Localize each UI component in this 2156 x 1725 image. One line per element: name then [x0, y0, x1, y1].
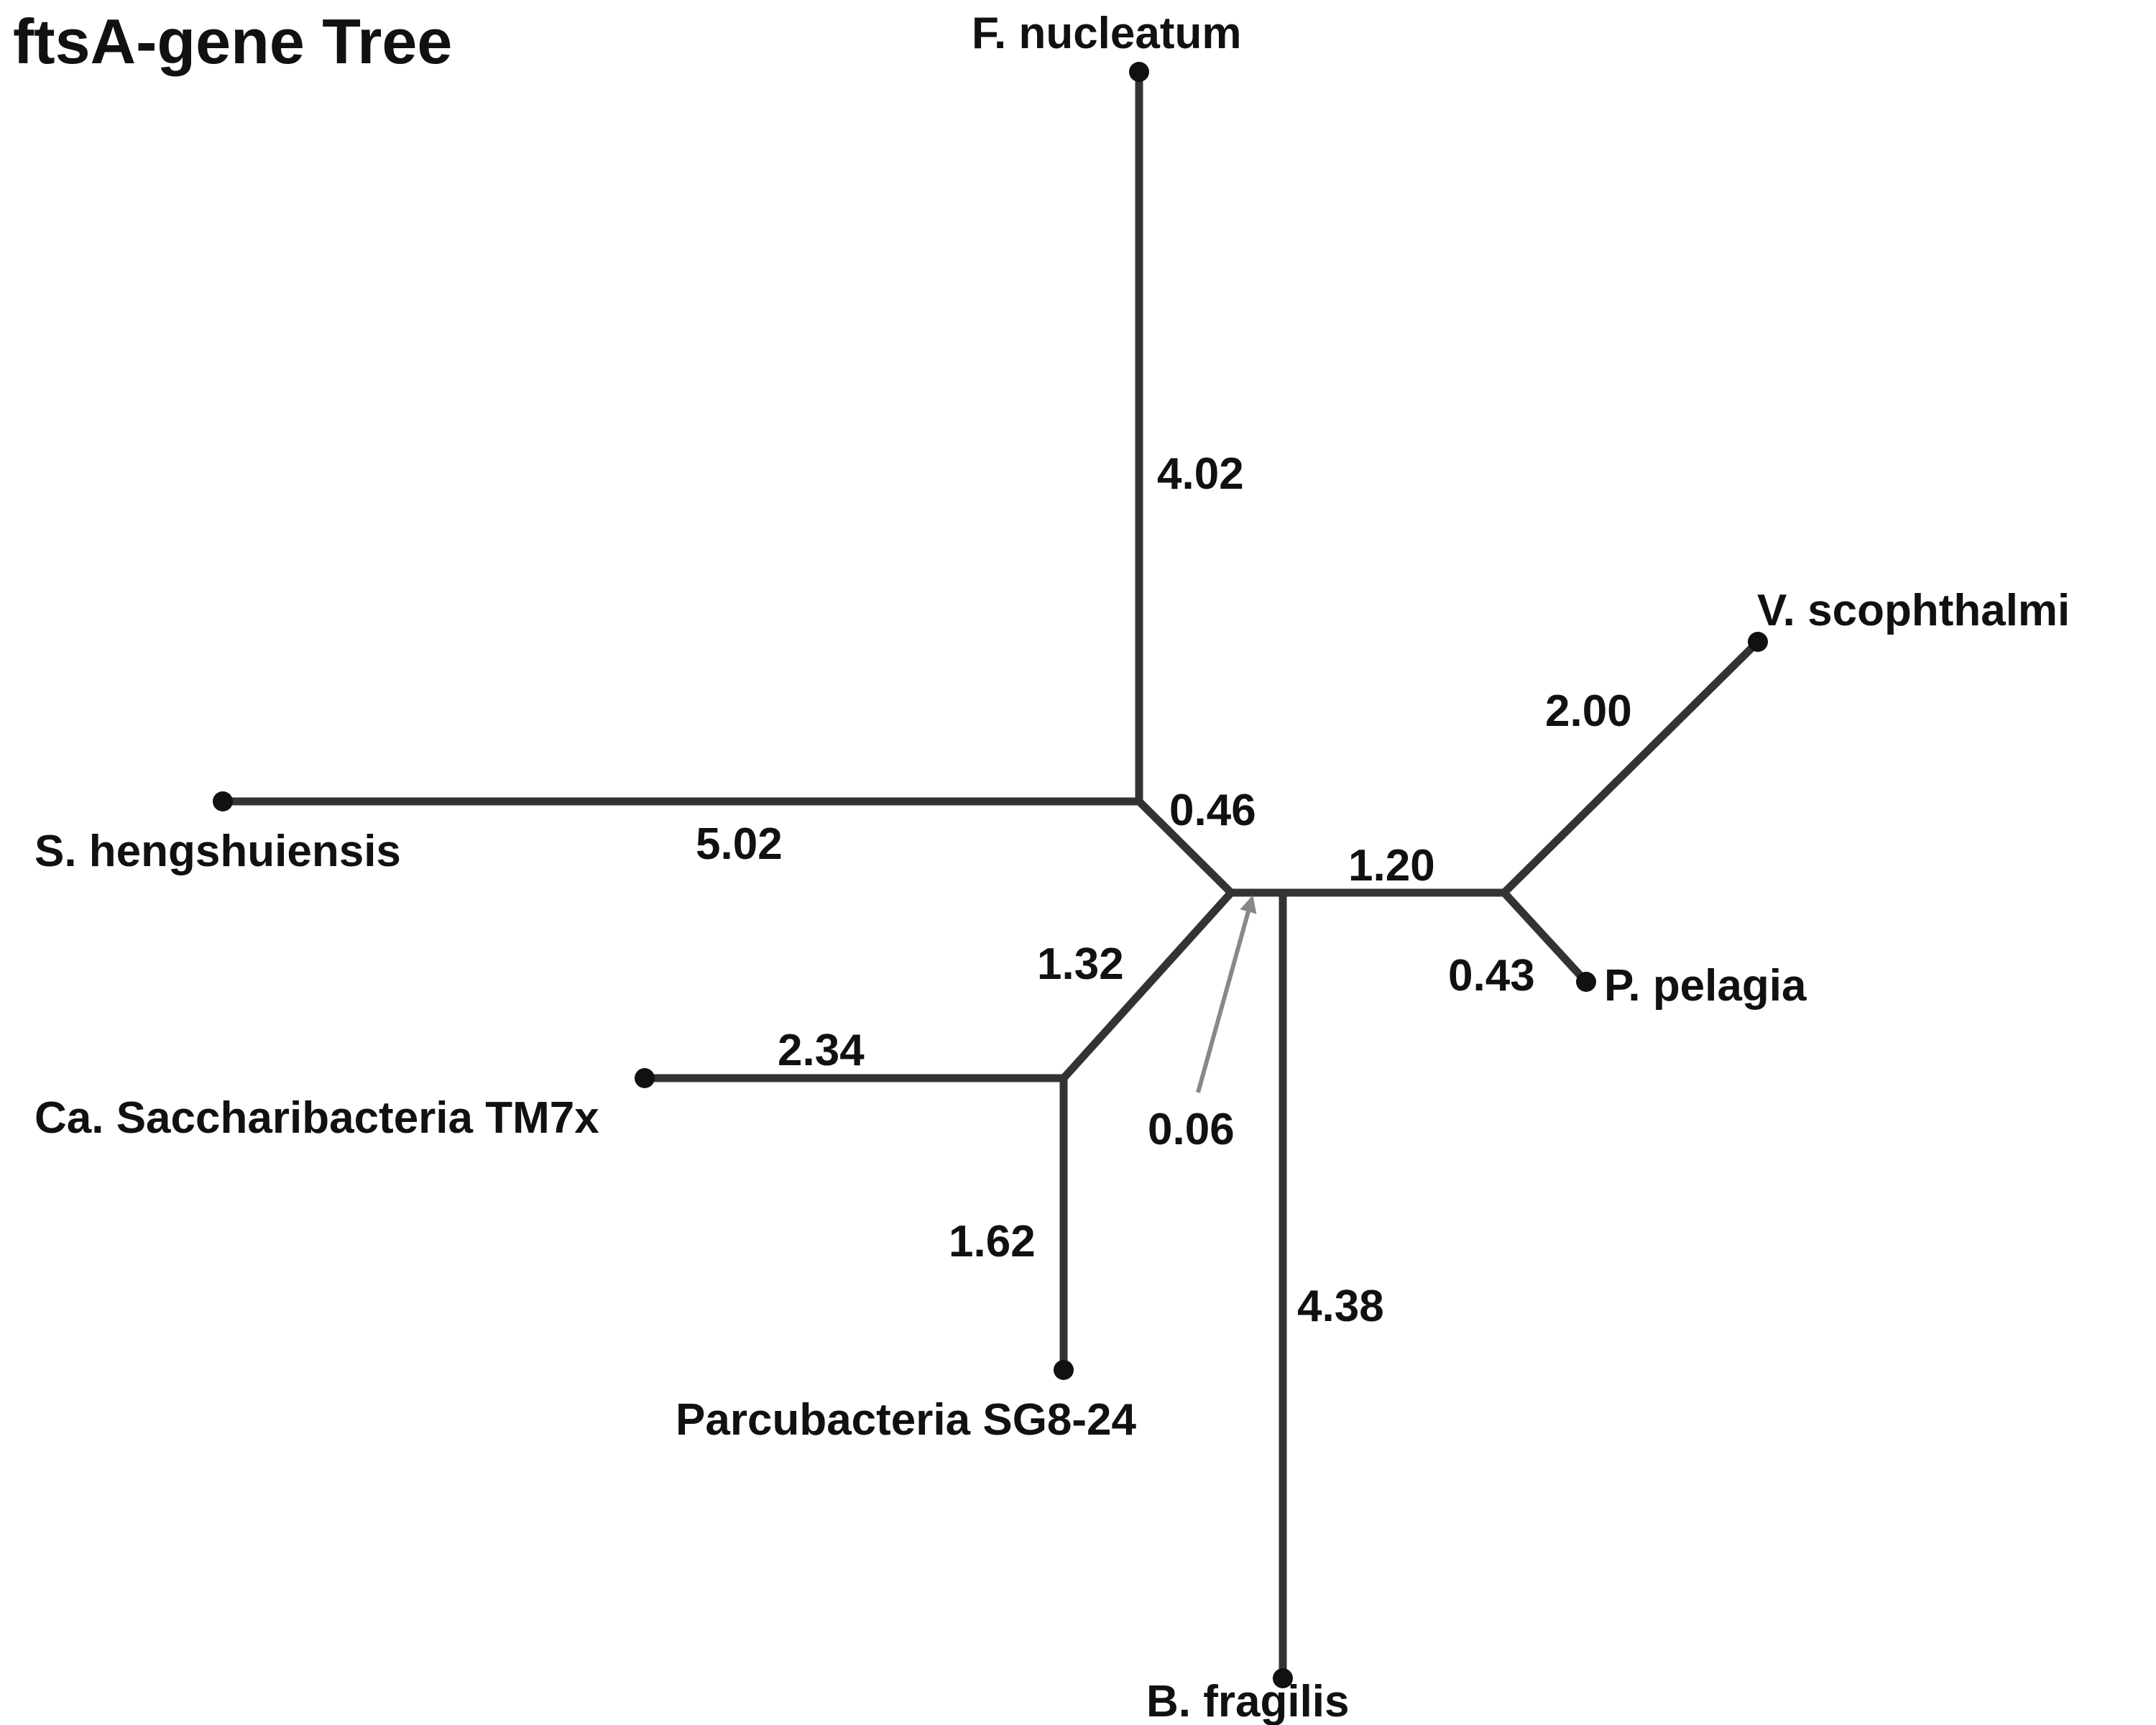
tip-f-nucleatum: [1129, 62, 1149, 82]
length-ca-saccharibacteria: 2.34: [778, 1026, 865, 1075]
diagram-title: ftsA-gene Tree: [13, 6, 452, 77]
length-f-nucleatum: 4.02: [1157, 449, 1244, 499]
label-ca-saccharibacteria: Ca. Saccharibacteria TM7x: [34, 1093, 599, 1143]
length-p-pelagia: 0.43: [1448, 951, 1535, 1000]
label-b-fragilis: B. fragilis: [1146, 1677, 1350, 1725]
label-parcubacteria: Parcubacteria SG8-24: [676, 1395, 1137, 1445]
tip-parcubacteria: [1054, 1360, 1074, 1380]
length-b-fragilis: 4.38: [1297, 1282, 1384, 1331]
tip-nodes: [213, 62, 1768, 1688]
branch-internal-lower: [1060, 890, 1235, 1081]
label-s-hengshuiensis: S. hengshuiensis: [34, 827, 401, 876]
label-f-nucleatum: F. nucleatum: [972, 9, 1242, 58]
short-branch-arrow: [1196, 895, 1257, 1093]
length-internal-short: 0.06: [1148, 1105, 1235, 1154]
length-internal-lower: 1.32: [1037, 939, 1124, 989]
branch-p-pelagia: [1501, 890, 1590, 985]
branch-v-scophthalmi: [1501, 639, 1761, 896]
tip-b-fragilis: [1273, 1668, 1293, 1688]
tip-s-hengshuiensis: [213, 791, 233, 811]
length-parcubacteria: 1.62: [949, 1217, 1036, 1266]
label-v-scophthalmi: V. scophthalmi: [1757, 586, 2070, 635]
tip-p-pelagia: [1576, 972, 1596, 992]
tip-ca-saccharibacteria: [635, 1068, 655, 1088]
branches: [223, 72, 1761, 1678]
tip-v-scophthalmi: [1748, 632, 1768, 652]
label-p-pelagia: P. pelagia: [1604, 961, 1807, 1011]
branch-length-labels: 4.02 5.02 0.46 1.20 2.00 0.43 1.32 2.34 …: [696, 449, 1632, 1331]
branch-internal-upper: [1136, 799, 1234, 896]
taxon-labels: F. nucleatum S. hengshuiensis V. scophth…: [34, 9, 2070, 1725]
length-internal-upper: 0.46: [1169, 786, 1256, 835]
length-v-scophthalmi: 2.00: [1545, 686, 1632, 736]
length-internal-right: 1.20: [1348, 841, 1435, 891]
length-s-hengshuiensis: 5.02: [696, 819, 783, 869]
